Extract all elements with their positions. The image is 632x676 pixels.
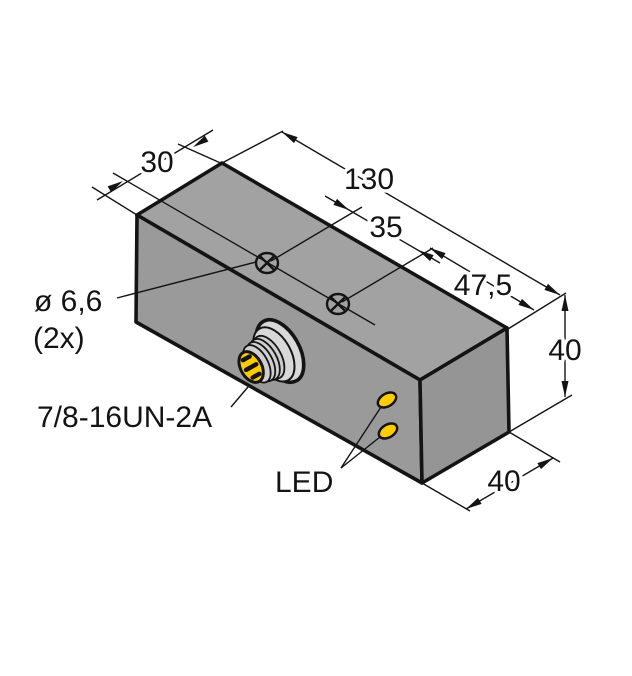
arrow-icon [107, 181, 123, 193]
dimension-40-depth-label: 40 [487, 465, 520, 498]
extension-lines [91, 130, 573, 512]
extension-line-corner-top [507, 292, 567, 330]
extension-line-corner-bottom-front [421, 482, 471, 512]
arrow-icon [544, 283, 560, 295]
sensor-body [134, 161, 511, 485]
leader-led-1 [340, 406, 382, 469]
connector-pin-slot [240, 354, 252, 363]
extension-line-front-edge [91, 186, 138, 216]
dimension-40-height-label: 40 [548, 334, 581, 367]
extension-line-hole1 [270, 206, 363, 262]
arrow-icon [561, 381, 569, 397]
extension-line-back-edge [177, 143, 226, 166]
connector-thread-label: 7/8-16UN-2A [37, 401, 212, 434]
dimension-47-5-label: 47,5 [454, 269, 512, 302]
arrow-icon [466, 497, 482, 509]
arrow-icon [418, 250, 434, 262]
extension-line-apex [221, 130, 284, 164]
arrow-icon [537, 458, 553, 470]
dimension-line-130 [281, 131, 561, 296]
connector-icon [237, 317, 306, 385]
hole-count-label: (2x) [33, 322, 85, 355]
led-indicator-2 [377, 422, 399, 440]
mounting-hole-1 [254, 251, 280, 275]
dimension-line-30 [96, 129, 214, 201]
leader-hole-diameter [116, 261, 257, 299]
arrow-icon [518, 298, 534, 310]
led-label: LED [275, 466, 333, 499]
dimension-arrows [107, 132, 569, 509]
arrow-icon [333, 198, 349, 210]
extension-line-corner-bottom-back [508, 431, 561, 463]
mounting-hole-2 [325, 292, 351, 316]
dimension-30-label: 30 [140, 146, 173, 179]
dimension-35-label: 35 [369, 211, 402, 244]
extension-line-corner-back [508, 394, 573, 433]
leader-lines [116, 261, 382, 469]
hole-cross-icon [329, 296, 347, 312]
arrow-icon [561, 295, 569, 311]
arrow-icon [430, 248, 446, 260]
extension-line-hole2 [341, 247, 434, 303]
connector-pin-slot [250, 371, 262, 380]
hole-cross-icon [258, 255, 276, 271]
hole-diameter-label: ø 6,6 [34, 285, 102, 318]
dimension-line-40-depth [465, 457, 554, 510]
connector-pin-slot [243, 361, 259, 373]
hole-centerline [112, 172, 376, 326]
arrow-icon [193, 135, 209, 147]
leader-connector [230, 386, 249, 408]
arrow-icon [282, 132, 298, 144]
leader-led-2 [340, 436, 381, 469]
led-indicator-1 [376, 391, 398, 409]
dimension-line-47-5 [429, 247, 535, 311]
dimension-130-label: 130 [344, 163, 394, 196]
